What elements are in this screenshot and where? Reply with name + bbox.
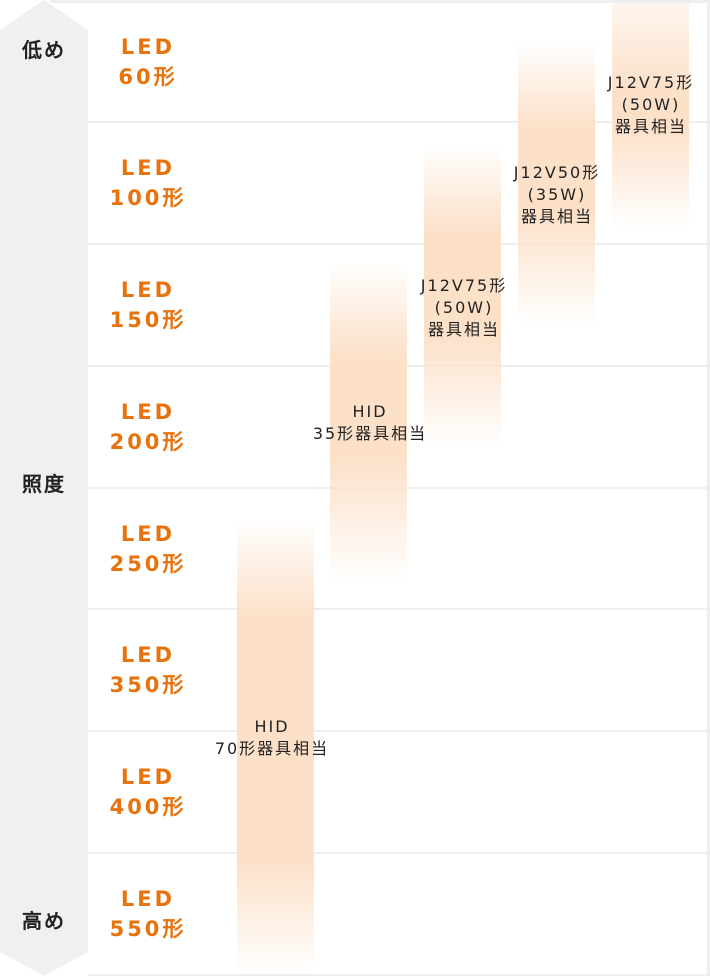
- led-label-size: 60形: [118, 65, 178, 89]
- axis-label-illuminance: 照度: [22, 472, 66, 496]
- row-led-550: LED 550形: [88, 854, 707, 976]
- led-label: LED 60形: [88, 3, 208, 121]
- led-label: LED 100形: [88, 123, 208, 243]
- bar-label-line: J12V75形: [420, 276, 508, 295]
- bar-label-line: (50W): [434, 298, 494, 317]
- comparison-grid: LED 60形 LED 100形 LED 150形 LED 200形 LED 2…: [50, 0, 710, 978]
- led-label-size: 350形: [109, 673, 187, 697]
- led-label: LED 150形: [88, 245, 208, 365]
- grid-right-border: [707, 0, 710, 976]
- bar-j12v75-50w-top: [612, 3, 689, 227]
- led-label-type: LED: [120, 156, 176, 180]
- bar-label-line: J12V50形: [513, 163, 601, 182]
- row-led-100: LED 100形: [88, 123, 707, 245]
- led-label: LED 350形: [88, 610, 208, 730]
- led-label: LED 200形: [88, 367, 208, 487]
- bar-label-line: HID: [352, 402, 388, 421]
- bar-label-j12v75-mid: J12V75形 (50W) 器具相当: [421, 275, 507, 341]
- bar-j12v75-50w-mid: [424, 143, 501, 449]
- bar-label-line: (35W): [527, 185, 587, 204]
- led-label-size: 250形: [109, 551, 187, 576]
- bar-label-line: HID: [254, 717, 290, 736]
- bar-label-line: (50W): [621, 95, 681, 114]
- bar-label-j12v75-top: J12V75形 (50W) 器具相当: [608, 72, 694, 138]
- bar-label-line: 70形器具相当: [214, 739, 330, 758]
- led-label: LED 250形: [88, 489, 208, 608]
- illuminance-axis: 低め 照度 高め: [0, 0, 88, 978]
- led-label-size: 100形: [109, 186, 187, 210]
- bar-hid-35: [330, 262, 407, 584]
- row-led-250: LED 250形: [88, 489, 707, 610]
- led-label-type: LED: [120, 765, 176, 789]
- row-led-400: LED 400形: [88, 732, 707, 854]
- bar-label-j12v50: J12V50形 (35W) 器具相当: [514, 162, 600, 228]
- bar-label-hid-70: HID 70形器具相当: [215, 716, 329, 760]
- bar-label-hid-35: HID 35形器具相当: [313, 401, 427, 445]
- led-label: LED 550形: [88, 854, 208, 974]
- bar-label-line: 器具相当: [614, 117, 688, 136]
- bar-label-line: J12V75形: [607, 73, 695, 92]
- led-label: LED 400形: [88, 732, 208, 852]
- led-label-type: LED: [120, 278, 176, 302]
- led-label-type: LED: [120, 643, 176, 667]
- axis-label-high: 高め: [22, 909, 66, 933]
- led-label-type: LED: [120, 400, 176, 424]
- bar-j12v50-35w: [518, 43, 595, 325]
- led-label-type: LED: [120, 521, 176, 546]
- led-label-size: 400形: [109, 795, 187, 819]
- led-label-size: 150形: [109, 308, 187, 332]
- row-led-350: LED 350形: [88, 610, 707, 732]
- row-led-60: LED 60形: [88, 3, 707, 123]
- led-label-type: LED: [120, 35, 176, 59]
- led-label-type: LED: [120, 887, 176, 911]
- grid-top-border: [50, 0, 710, 3]
- axis-arrow-shape: [0, 0, 88, 976]
- bar-label-line: 器具相当: [520, 207, 594, 226]
- led-label-size: 200形: [109, 430, 187, 454]
- bar-hid-70: [237, 518, 314, 974]
- bar-label-line: 35形器具相当: [312, 424, 428, 443]
- axis-label-low: 低め: [22, 38, 66, 62]
- led-label-size: 550形: [109, 917, 187, 941]
- bar-label-line: 器具相当: [427, 320, 501, 339]
